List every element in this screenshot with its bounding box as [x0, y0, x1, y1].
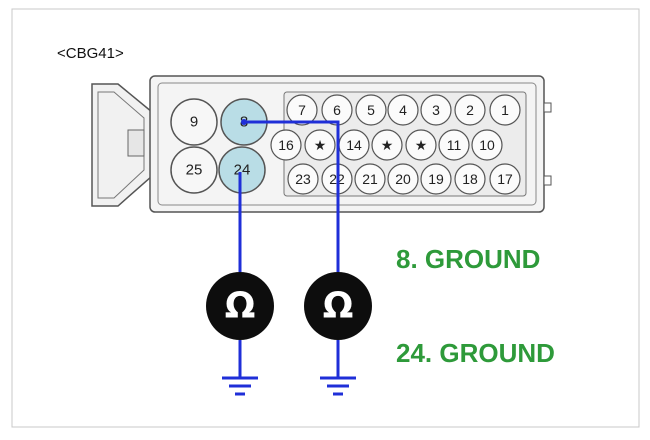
pin-label: 18: [462, 171, 478, 187]
pin-3: 3: [420, 94, 452, 126]
pin-label: 9: [190, 114, 198, 131]
wire-node-pin-8: [241, 119, 247, 125]
pin-label: 17: [497, 171, 513, 187]
pin-25: 25: [170, 146, 218, 194]
connector-latch: [91, 83, 153, 207]
pin-6: 6: [321, 94, 353, 126]
pin-16: 16: [270, 129, 302, 161]
ohm-symbol-left: Ω: [225, 286, 256, 327]
pin-label: ★: [381, 137, 394, 153]
ohmmeter-left: Ω: [206, 272, 274, 340]
pin-label: 5: [367, 102, 375, 118]
ground-icon-left: [222, 376, 258, 396]
pin-label: 7: [298, 102, 306, 118]
pin-9: 9: [170, 98, 218, 146]
pin-label: 21: [362, 171, 378, 187]
label-pin-24-ground: 24. GROUND: [396, 338, 555, 368]
pin-5: 5: [355, 94, 387, 126]
pin-label: 16: [278, 137, 294, 153]
pin-blank: ★: [371, 129, 403, 161]
pin-label: 6: [333, 102, 341, 118]
pin-11: 11: [438, 129, 470, 161]
pin-label: 24: [234, 162, 251, 179]
ohmmeter-right: Ω: [304, 272, 372, 340]
ground-icon-right: [320, 376, 356, 396]
pin-label: ★: [415, 137, 428, 153]
pin-label: 20: [395, 171, 411, 187]
pin-label: 1: [501, 102, 509, 118]
pin-17: 17: [489, 163, 521, 195]
pin-7: 7: [286, 94, 318, 126]
pin-label: 14: [346, 137, 362, 153]
pin-14: 14: [338, 129, 370, 161]
pin-19: 19: [420, 163, 452, 195]
pin-1: 1: [489, 94, 521, 126]
pin-label: 3: [432, 102, 440, 118]
wire-pin-8: [244, 120, 340, 272]
wires: [238, 119, 340, 378]
pin-label: 4: [399, 102, 407, 118]
pin-10: 10: [471, 129, 503, 161]
ohm-symbol-right: Ω: [323, 286, 354, 327]
label-pin-8-ground: 8. GROUND: [396, 244, 540, 274]
pin-label: ★: [314, 137, 327, 153]
pin-label: 10: [479, 137, 495, 153]
pin-18: 18: [454, 163, 486, 195]
pin-blank: ★: [304, 129, 336, 161]
pin-23: 23: [287, 163, 319, 195]
pin-24: 24: [218, 146, 266, 194]
large-pins: 982524: [170, 98, 268, 194]
pin-label: 19: [428, 171, 444, 187]
pin-blank: ★: [405, 129, 437, 161]
pin-21: 21: [354, 163, 386, 195]
connector-name: <CBG41>: [57, 45, 124, 62]
pin-label: 2: [466, 102, 474, 118]
pin-label: 11: [447, 137, 462, 153]
pin-20: 20: [387, 163, 419, 195]
pin-label: 23: [295, 171, 311, 187]
pin-2: 2: [454, 94, 486, 126]
pin-label: 25: [186, 162, 203, 179]
pin-4: 4: [387, 94, 419, 126]
